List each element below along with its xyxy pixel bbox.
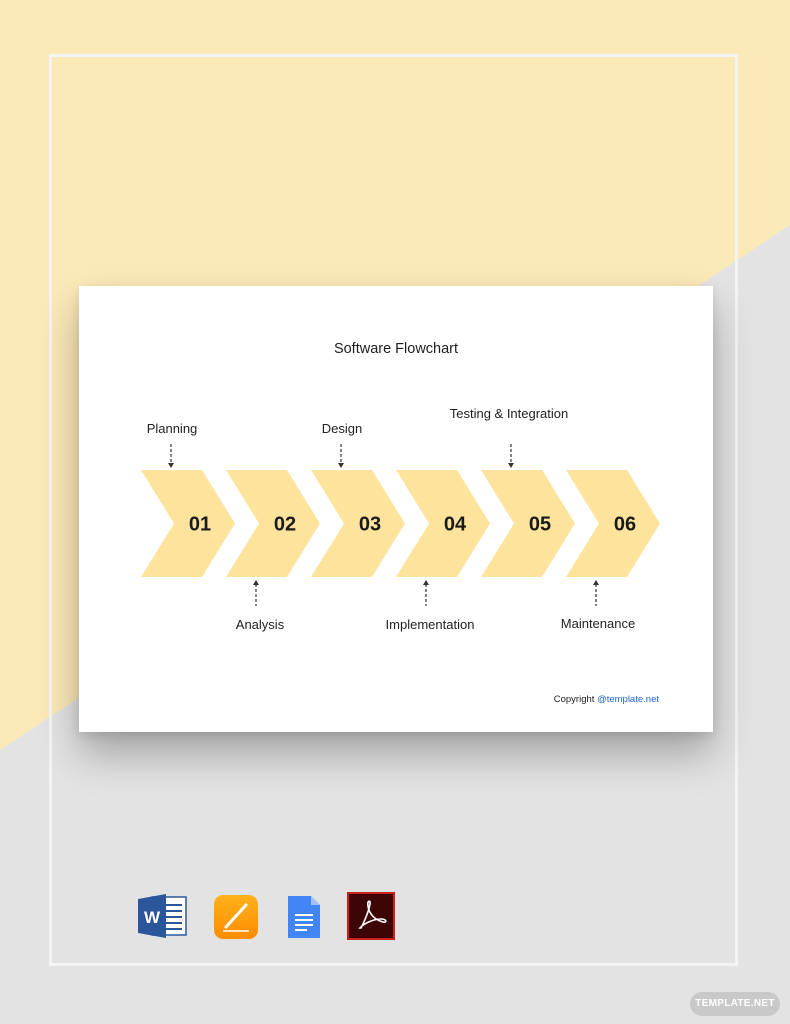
arrow-head-06	[593, 580, 599, 585]
step-label-testing-integration: Testing & Integration	[449, 406, 569, 421]
step-label-analysis: Analysis	[235, 617, 285, 632]
chevron-step-05	[481, 470, 575, 577]
step-number-05: 05	[529, 514, 551, 536]
arrow-head-01	[168, 463, 174, 468]
step-number-01: 01	[189, 514, 211, 536]
step-label-design: Design	[321, 421, 363, 436]
chevron-step-02	[226, 470, 320, 577]
arrow-head-02	[253, 580, 259, 585]
chevron-layer: 01 02 03 04 05 06	[141, 444, 660, 606]
diagram-title: Software Flowchart	[333, 341, 459, 357]
step-label-implementation: Implementation	[385, 617, 475, 632]
step-label-maintenance: Maintenance	[560, 616, 636, 631]
arrow-head-04	[423, 580, 429, 585]
copyright-link[interactable]: @template.net	[597, 694, 659, 705]
chevron-step-03	[311, 470, 405, 577]
chevron-step-06	[566, 470, 660, 577]
pages-icon[interactable]	[213, 894, 259, 940]
step-number-02: 02	[274, 514, 296, 536]
chevron-step-04	[396, 470, 490, 577]
arrow-head-05	[508, 463, 514, 468]
outer-frame	[49, 54, 738, 966]
word-letter: W	[144, 908, 161, 927]
copyright-prefix: Copyright	[553, 694, 595, 705]
step-label-planning: Planning	[146, 421, 198, 436]
chevron-step-01	[141, 470, 235, 577]
step-number-03: 03	[359, 514, 381, 536]
step-number-04: 04	[444, 514, 467, 536]
copyright: Copyright @template.net	[554, 694, 659, 705]
pdf-icon[interactable]	[347, 892, 395, 940]
template-net-badge[interactable]: TEMPLATE.NET	[690, 992, 780, 1016]
flowchart-card: Software Flowchart 01 02 03 04 05 06 Planning…	[79, 286, 713, 732]
word-icon[interactable]: W	[138, 893, 188, 939]
step-number-06: 06	[614, 514, 636, 536]
google-docs-icon[interactable]	[286, 894, 322, 940]
arrow-head-03	[338, 463, 344, 468]
